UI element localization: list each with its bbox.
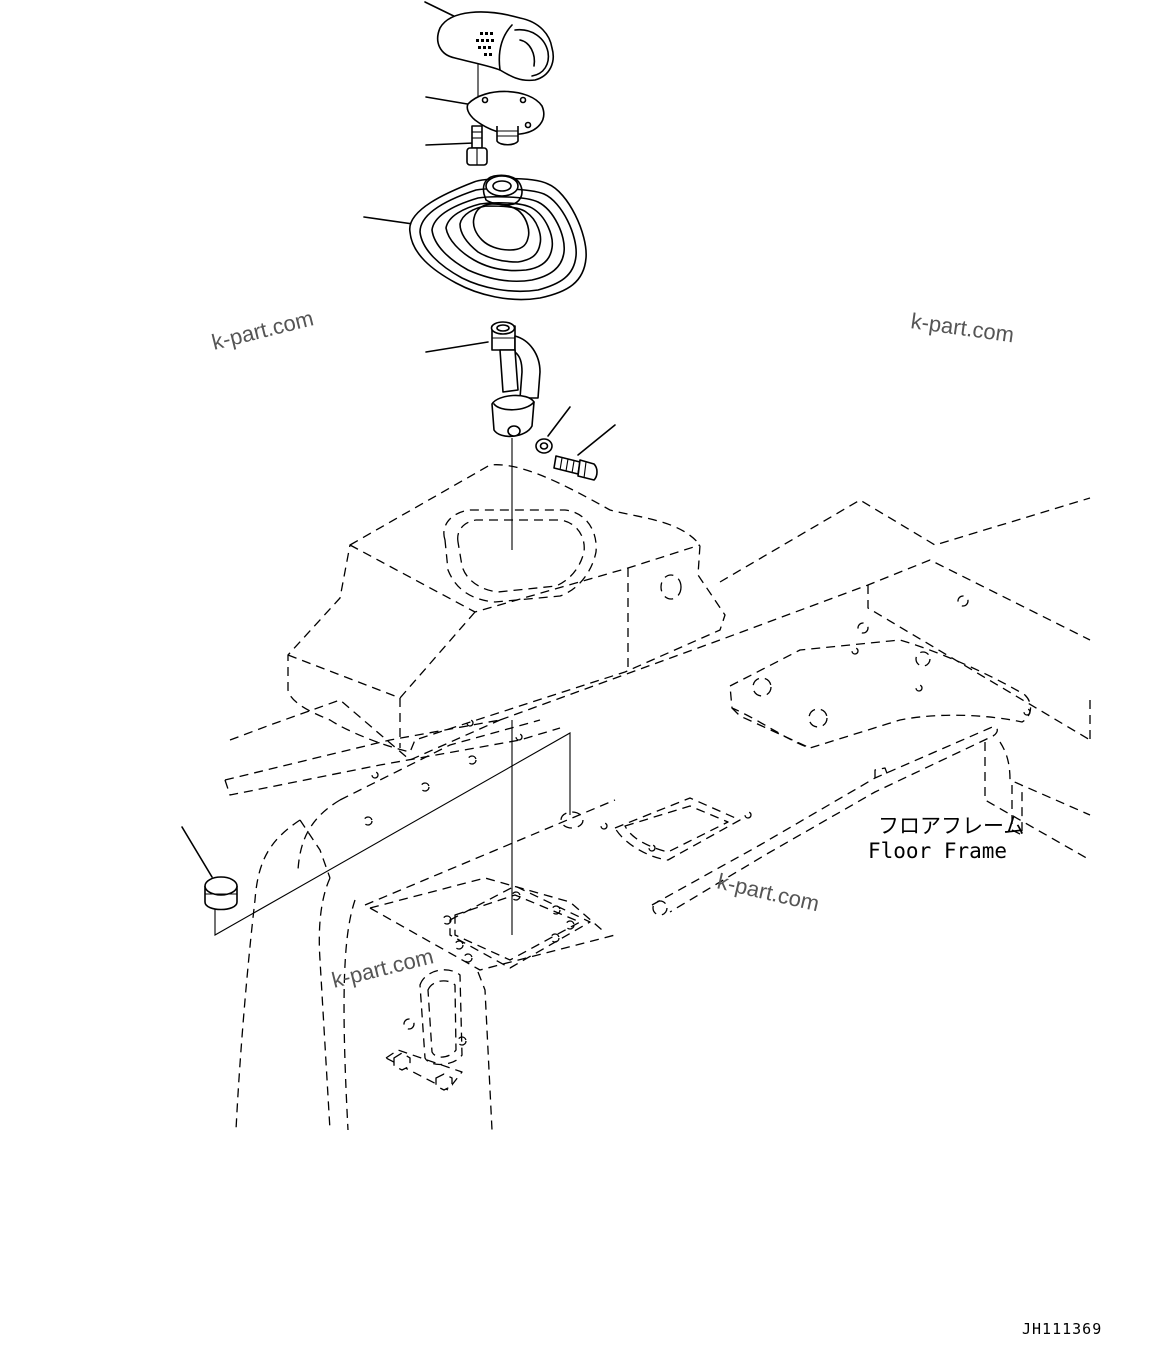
part-label-en: Floor Frame (868, 839, 1007, 863)
lever-rod-part (490, 321, 541, 438)
part-label: フロアフレーム Floor Frame (868, 814, 1024, 863)
lever-knob-part (436, 11, 554, 82)
watermark: k-part.com (715, 869, 822, 917)
washer-part (535, 438, 553, 454)
rubber-cap-part (204, 876, 238, 911)
boot-part (409, 174, 587, 301)
drawing-code: JH111369 (1022, 1320, 1102, 1338)
part-label-jp: フロアフレーム (878, 814, 1024, 838)
leader-lines (181, 1, 616, 936)
watermark: k-part.com (209, 305, 316, 354)
knob-marking (476, 32, 494, 56)
console-housing (287, 464, 726, 753)
floor-frame (224, 497, 1091, 1131)
plate-part (466, 90, 545, 146)
hex-bolt-part (553, 455, 598, 481)
watermarks: k-part.com k-part.com k-part.com k-part.… (209, 305, 1016, 992)
watermark: k-part.com (909, 308, 1015, 347)
small-bolt-part (466, 125, 488, 166)
